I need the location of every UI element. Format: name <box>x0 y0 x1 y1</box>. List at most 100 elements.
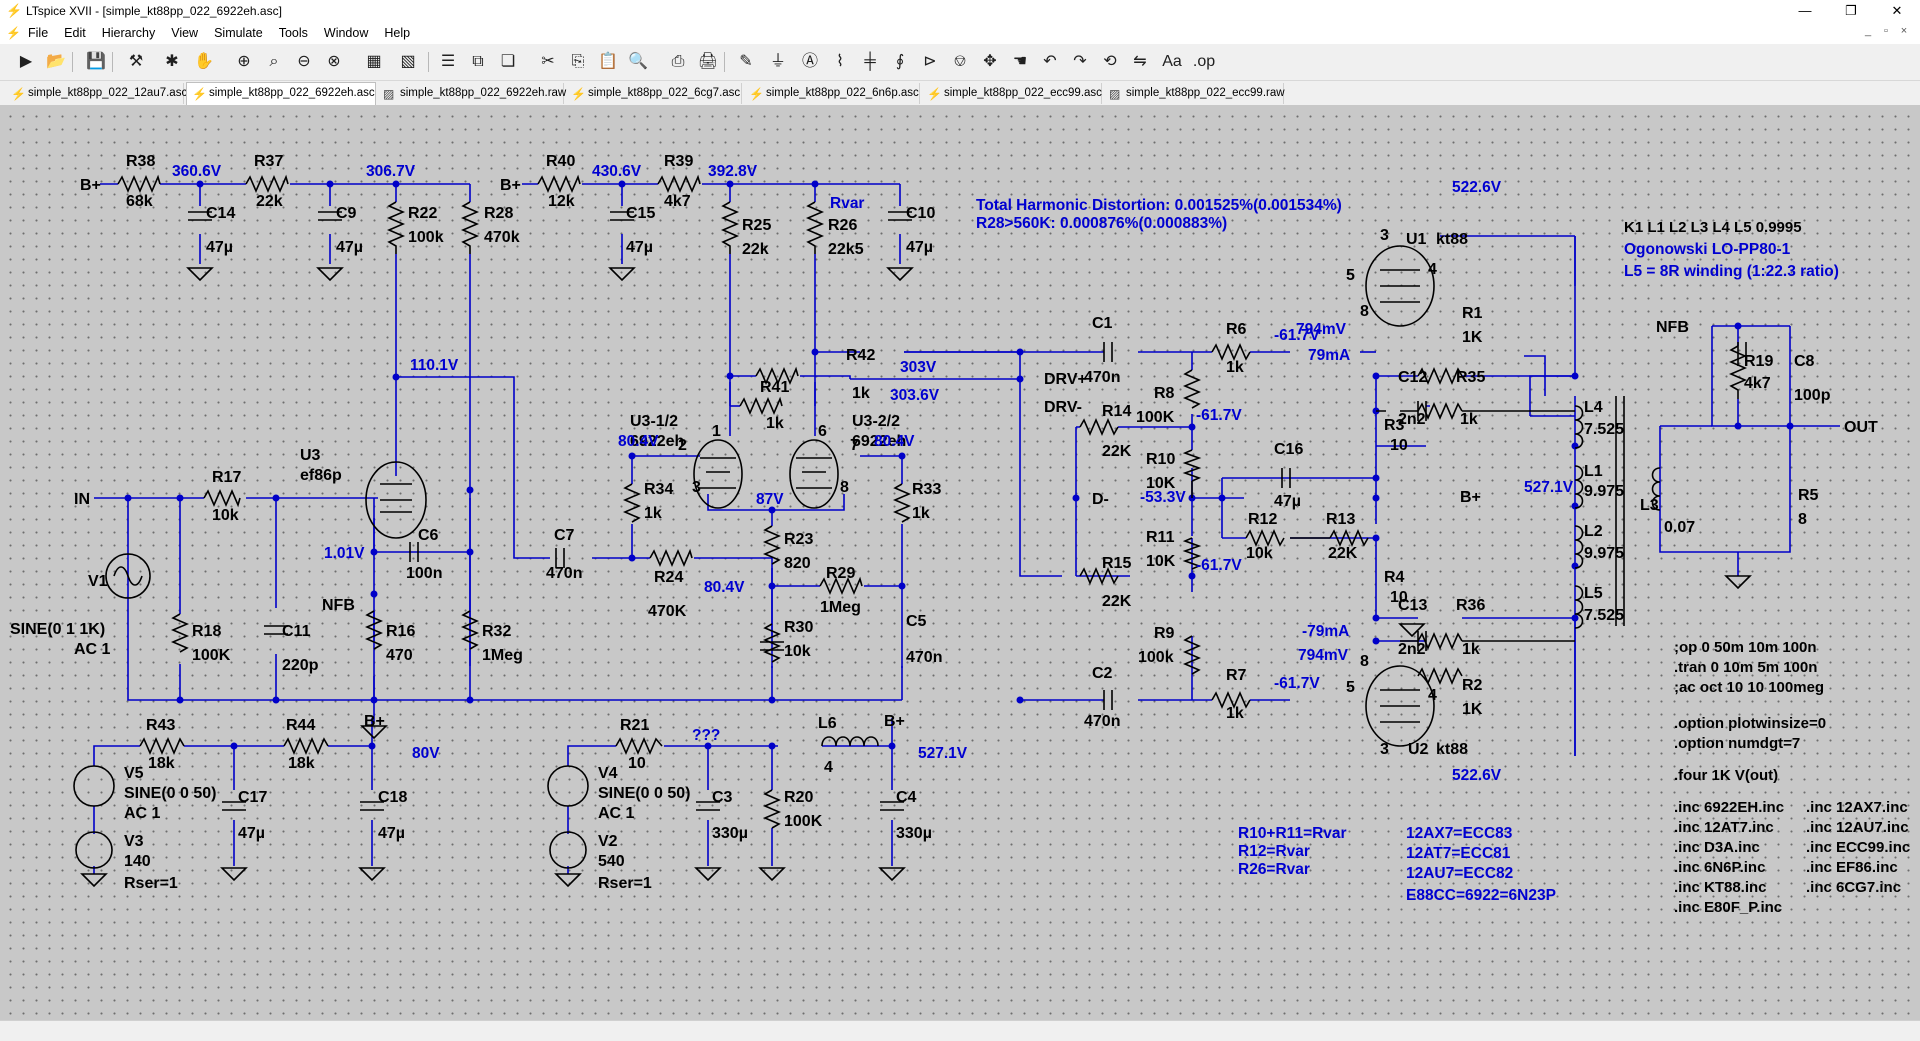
value-V5: SINE(0 0 50) <box>124 785 216 802</box>
directive-inc-6922eh: .inc 6922EH.inc <box>1674 799 1784 816</box>
netlabel-in: IN <box>74 491 90 508</box>
find-icon[interactable]: 🔍 <box>628 53 648 70</box>
label-R22: R22 <box>408 205 437 222</box>
mirror-icon[interactable]: ⇋ <box>1133 53 1147 70</box>
component-icon[interactable]: ⎊ <box>953 53 967 70</box>
rotate-icon[interactable]: ⟲ <box>1103 53 1117 70</box>
run-icon[interactable]: ▶ <box>19 53 33 70</box>
halt-icon[interactable]: ✱ <box>165 53 179 70</box>
value-R35: 1k <box>1460 411 1478 428</box>
directive-inc-e80f: .inc E80F_P.inc <box>1674 899 1782 916</box>
ground-icon[interactable]: ⏚ <box>769 53 786 70</box>
net-80v-mid: 80.4V <box>704 579 745 596</box>
zoom-pan-icon[interactable]: ⌕ <box>269 53 279 70</box>
label-R26: R26 <box>828 217 857 234</box>
zoom-fit-icon[interactable]: ⊗ <box>327 53 341 70</box>
netlabel-nfb-1: NFB <box>322 597 355 614</box>
tube-U3-pentode <box>365 461 427 539</box>
autorange-icon[interactable]: ▦ <box>366 53 382 70</box>
net-522v-bot: 522.6V <box>1452 767 1502 784</box>
pan-icon[interactable]: ✋ <box>194 53 214 70</box>
cascade-icon[interactable]: ❏ <box>500 53 516 70</box>
spice-directive-icon[interactable]: .op <box>1192 53 1216 70</box>
open-icon[interactable]: 📂 <box>46 53 66 70</box>
text-icon[interactable]: Aa <box>1162 53 1182 70</box>
tab-6922eh-asc[interactable]: ⚡simple_kt88pp_022_6922eh.asc <box>186 82 376 105</box>
label-C11: C11 <box>282 623 311 640</box>
mdi-close-icon[interactable]: × <box>1900 25 1908 37</box>
label-C16: C16 <box>1274 441 1303 458</box>
label-V3: V3 <box>124 833 144 850</box>
tab-6922eh-raw[interactable]: ▨simple_kt88pp_022_6922eh.raw <box>378 83 566 104</box>
print-icon[interactable]: ⎙ <box>671 53 685 70</box>
value-R43: 18k <box>148 755 175 772</box>
value-R10: 10K <box>1146 475 1176 492</box>
tile-horizontal-icon[interactable]: ☰ <box>440 53 456 70</box>
close-icon[interactable]: ✕ <box>1891 3 1903 18</box>
netlabel-bplus-4: B+ <box>364 713 385 730</box>
drag-icon[interactable]: ☚ <box>1012 53 1028 70</box>
minimize-icon[interactable]: — <box>1798 3 1812 18</box>
cut-icon[interactable]: ✂ <box>541 53 555 70</box>
menu-view[interactable]: View <box>171 26 199 40</box>
value-R17: 10k <box>212 507 239 524</box>
pin-u2-4: 4 <box>1428 687 1437 704</box>
inductor-L4 <box>1574 405 1584 449</box>
draw-wire-icon[interactable]: ✎ <box>739 53 753 70</box>
menu-hierarchy[interactable]: Hierarchy <box>101 26 156 40</box>
menu-help[interactable]: Help <box>384 26 411 40</box>
pin-u1-4: 4 <box>1428 261 1437 278</box>
menu-simulate[interactable]: Simulate <box>214 26 263 40</box>
menu-file[interactable]: File <box>28 26 49 40</box>
restore-icon[interactable]: ❐ <box>1845 3 1857 18</box>
print-setup-icon[interactable]: 🖨 <box>697 53 719 70</box>
value-C5: 470n <box>906 649 942 666</box>
tab-ecc99-asc[interactable]: ⚡simple_kt88pp_022_ecc99.asc <box>922 83 1102 104</box>
capacitor-icon[interactable]: ╪ <box>864 53 876 70</box>
resistor-R30 <box>762 623 782 663</box>
tab-ecc99-raw[interactable]: ▨simple_kt88pp_022_ecc99.raw <box>1104 83 1285 104</box>
mdi-restore-icon[interactable]: ▫ <box>1884 25 1888 37</box>
label-net-icon[interactable]: Ⓐ <box>801 53 818 70</box>
label-R16: R16 <box>386 623 415 640</box>
tab-6cg7-asc[interactable]: ⚡simple_kt88pp_022_6cg7.asc <box>566 83 742 104</box>
zoom-in-icon[interactable]: ⊕ <box>237 53 251 70</box>
source-V4 <box>547 765 589 807</box>
resistor-R17 <box>203 488 241 508</box>
save-icon[interactable]: 💾 <box>86 53 106 70</box>
tile-vertical-icon[interactable]: ⧉ <box>472 53 484 70</box>
value-L3: 0.07 <box>1664 519 1695 536</box>
label-R12: R12 <box>1248 511 1277 528</box>
resistor-R21 <box>615 736 663 756</box>
note-r28: R28>560K: 0.000876%(0.000883%) <box>976 215 1227 232</box>
label-R35: R35 <box>1456 369 1485 386</box>
resistor-icon[interactable]: ⌇ <box>836 53 844 70</box>
control-panel-icon[interactable]: ⚒ <box>128 53 144 70</box>
resistor-R15 <box>1079 566 1119 586</box>
mdi-minimize-icon[interactable]: _ <box>1864 25 1872 37</box>
value-C15: 47µ <box>626 239 653 256</box>
move-icon[interactable]: ✥ <box>983 53 997 70</box>
tab-6n6p-asc[interactable]: ⚡simple_kt88pp_022_6n6p.asc <box>744 83 920 104</box>
paste-icon[interactable]: 📋 <box>598 53 618 70</box>
menu-edit[interactable]: Edit <box>64 26 86 40</box>
value-R41: 1k <box>766 415 784 432</box>
value-C4: 330µ <box>896 825 932 842</box>
document-icon[interactable]: ⚡ <box>6 26 21 40</box>
zoom-out-icon[interactable]: ⊖ <box>297 53 311 70</box>
undo-icon[interactable]: ↶ <box>1043 53 1057 70</box>
resistor-R44 <box>283 736 329 756</box>
label-C17: C17 <box>238 789 267 806</box>
schematic-canvas[interactable]: R38 68k R37 22k R40 12k R39 4k7 C14 47µ … <box>0 106 1920 1020</box>
value-R19: 4k7 <box>1744 375 1771 392</box>
menu-tools[interactable]: Tools <box>278 26 308 40</box>
copy-icon[interactable]: ⎘ <box>571 53 585 70</box>
label-C6: C6 <box>418 527 439 544</box>
inductor-icon[interactable]: ∮ <box>895 53 905 70</box>
diode-icon[interactable]: ⊳ <box>923 53 937 70</box>
waveform-icon[interactable]: ▧ <box>400 53 416 70</box>
label-V1: V1 <box>88 573 108 590</box>
redo-icon[interactable]: ↷ <box>1073 53 1087 70</box>
tab-12au7-asc[interactable]: ⚡simple_kt88pp_022_12au7.asc <box>6 83 187 104</box>
menu-window[interactable]: Window <box>323 26 369 40</box>
